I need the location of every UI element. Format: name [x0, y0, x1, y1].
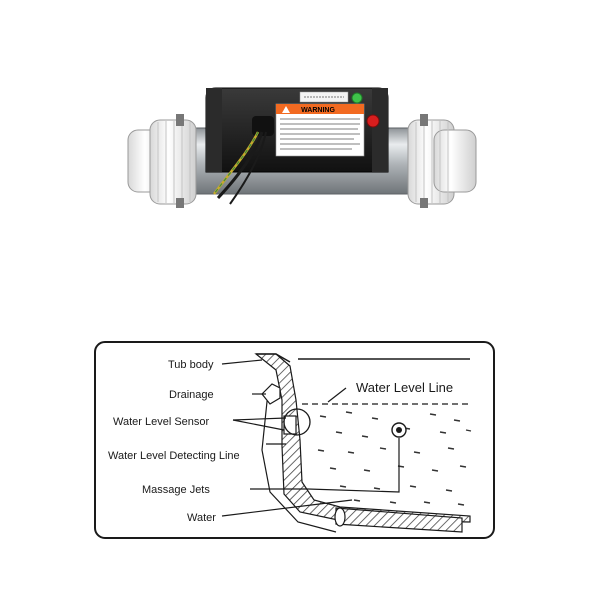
label-tub-body: Tub body: [168, 359, 214, 371]
red-indicator-light: [366, 114, 380, 128]
label-water-level-line: Water Level Line: [356, 380, 453, 395]
tub-wall: [254, 353, 471, 523]
label-water-level-sensor: Water Level Sensor: [113, 416, 210, 428]
water-level-sensor-body: [283, 415, 297, 435]
label-water-level-detecting-line: Water Level Detecting Line: [108, 450, 240, 462]
control-box: WARNING: [205, 87, 389, 173]
left-union-fitting: [127, 114, 197, 208]
drain-pipe: [334, 507, 463, 533]
label-massage-jets: Massage Jets: [142, 484, 210, 496]
label-water: Water: [187, 512, 216, 524]
sensor-detail-circle: [283, 408, 311, 436]
right-union-fitting: [407, 114, 477, 208]
leader-lines: [221, 359, 400, 517]
warning-label: WARNING: [275, 103, 365, 157]
tub-installation-diagram: Tub body Drainage Water Level Sensor Wat…: [94, 341, 495, 539]
heater-product-image: WARNING: [127, 87, 477, 208]
tub-outer-shell: [261, 391, 337, 533]
label-drainage: Drainage: [169, 389, 214, 401]
water-speckles: [317, 411, 472, 506]
warning-label-title: WARNING: [301, 107, 335, 114]
drainage-housing: [261, 383, 281, 405]
massage-jet: [391, 422, 407, 438]
power-wires: [213, 131, 267, 205]
green-indicator-light: [351, 92, 363, 104]
